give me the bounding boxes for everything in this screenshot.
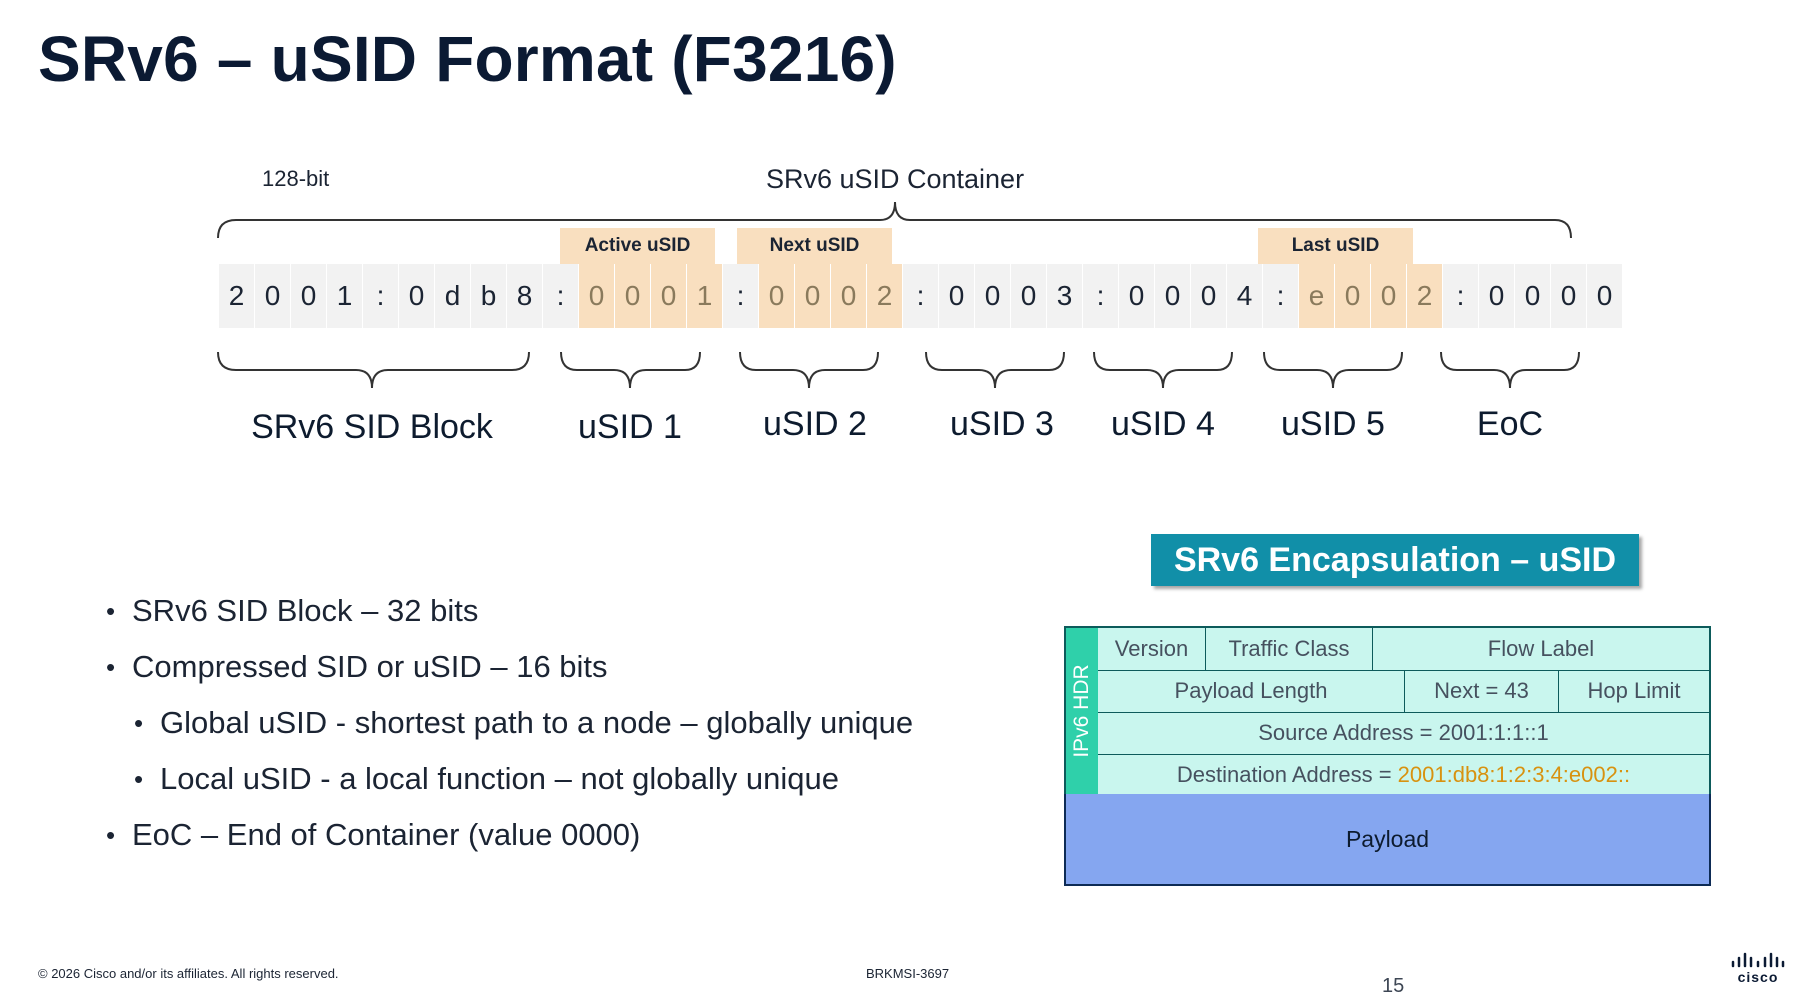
destination-address-label: Destination Address =	[1176, 762, 1398, 787]
cisco-bars-icon	[1731, 952, 1785, 968]
ipv6-header-strip: IPv6 HDR	[1066, 628, 1098, 794]
address-separator: :	[542, 264, 578, 328]
bit-length-label: 128-bit	[262, 166, 329, 191]
hop-limit-field: Hop Limit	[1587, 678, 1681, 703]
brace-usid4	[1093, 351, 1233, 389]
address-char: 0	[938, 264, 974, 328]
cisco-logo-text: cisco	[1737, 969, 1779, 985]
copyright-footer: © 2026 Cisco and/or its affiliates. All …	[38, 966, 339, 981]
address-char: 0	[974, 264, 1010, 328]
next-usid-label: Next uSID	[737, 228, 892, 264]
address-char: 0	[254, 264, 290, 328]
payload-length-field: Payload Length	[1098, 670, 1405, 712]
next-usid-char: 0	[830, 264, 866, 328]
address-char: 4	[1226, 264, 1262, 328]
header-row: Destination Address = 2001:db8:1:2:3:4:e…	[1098, 754, 1709, 794]
segment-label-usid3: uSID 3	[950, 405, 1054, 443]
address-separator: :	[1262, 264, 1298, 328]
address-cells: 2 0 0 1 : 0 d b 8 : 0 0 0 1 : 0 0 0 2 : …	[218, 264, 1622, 328]
address-char: 0	[398, 264, 434, 328]
bullet-list: SRv6 SID Block – 32 bits Compressed SID …	[102, 588, 913, 868]
address-separator: :	[1082, 264, 1118, 328]
last-usid-char: 0	[1334, 264, 1370, 328]
bullet-item: SRv6 SID Block – 32 bits	[102, 588, 913, 644]
container-top-brace	[217, 201, 1572, 239]
page-number: 15	[1382, 975, 1405, 997]
segment-label-usid2: uSID 2	[763, 405, 867, 443]
address-separator: :	[722, 264, 758, 328]
destination-address-value: 2001:db8:1:2:3:4:e002::	[1397, 762, 1631, 787]
address-char: d	[434, 264, 470, 328]
next-usid-char: 0	[758, 264, 794, 328]
next-usid-char: 2	[866, 264, 902, 328]
address-char: 8	[506, 264, 542, 328]
address-char: 0	[1118, 264, 1154, 328]
brace-usid1	[560, 351, 701, 389]
source-address-field: Source Address = 2001:1:1::1	[1258, 720, 1549, 745]
segment-label-usid1: uSID 1	[578, 408, 682, 446]
address-separator: :	[902, 264, 938, 328]
last-usid-char: 0	[1370, 264, 1406, 328]
destination-address-field: Destination Address = 2001:db8:1:2:3:4:e…	[1098, 754, 1709, 794]
container-title: SRv6 uSID Container	[766, 164, 1024, 194]
header-row: Payload Length Next = 43 Hop Limit	[1098, 670, 1709, 713]
payload-block: Payload	[1064, 794, 1711, 886]
sub-bullet-item: Local uSID - a local function – not glob…	[102, 756, 913, 812]
bullet-item: Compressed SID or uSID – 16 bits	[102, 644, 913, 700]
active-usid-char: 1	[686, 264, 722, 328]
active-usid-char: 0	[578, 264, 614, 328]
brace-usid5	[1263, 351, 1403, 389]
segment-label-usid4: uSID 4	[1111, 405, 1215, 443]
brace-sid-block	[217, 351, 530, 389]
address-char: 0	[1190, 264, 1226, 328]
active-usid-char: 0	[614, 264, 650, 328]
address-char: 0	[1586, 264, 1622, 328]
address-char: 3	[1046, 264, 1082, 328]
address-separator: :	[1442, 264, 1478, 328]
header-row: Version Traffic Class Flow Label	[1098, 628, 1709, 671]
ipv6-header-label: IPv6 HDR	[1070, 664, 1093, 758]
address-char: 0	[1478, 264, 1514, 328]
last-usid-char: e	[1298, 264, 1334, 328]
address-separator: :	[362, 264, 398, 328]
segment-label-usid5: uSID 5	[1281, 405, 1385, 443]
segment-label-sid-block: SRv6 SID Block	[251, 408, 493, 446]
address-char: 2	[218, 264, 254, 328]
cisco-logo: cisco	[1730, 952, 1786, 985]
version-field: Version	[1098, 628, 1206, 670]
next-header-field: Next = 43	[1405, 670, 1559, 712]
bullet-item: EoC – End of Container (value 0000)	[102, 812, 913, 868]
address-char: 1	[326, 264, 362, 328]
address-char: 0	[290, 264, 326, 328]
active-usid-char: 0	[650, 264, 686, 328]
active-usid-label: Active uSID	[560, 228, 715, 264]
address-char: 0	[1550, 264, 1586, 328]
slide-title: SRv6 – uSID Format (F3216)	[38, 23, 897, 95]
traffic-class-field: Traffic Class	[1206, 628, 1373, 670]
flow-label-field: Flow Label	[1487, 636, 1595, 661]
usid-container-diagram: 128-bit SRv6 uSID Container	[217, 164, 1580, 389]
session-id-footer: BRKMSI-3697	[866, 966, 950, 981]
segment-label-eoc: EoC	[1476, 405, 1544, 443]
ipv6-header-box: IPv6 HDR Version Traffic Class Flow Labe…	[1064, 626, 1711, 796]
address-char: 0	[1514, 264, 1550, 328]
last-usid-label: Last uSID	[1258, 228, 1413, 264]
brace-usid2	[739, 351, 879, 389]
address-char: 0	[1010, 264, 1046, 328]
next-usid-char: 0	[794, 264, 830, 328]
address-char: b	[470, 264, 506, 328]
address-char: 0	[1154, 264, 1190, 328]
encapsulation-title: SRv6 Encapsulation – uSID	[1151, 534, 1639, 586]
last-usid-char: 2	[1406, 264, 1442, 328]
sub-bullet-item: Global uSID - shortest path to a node – …	[102, 700, 913, 756]
brace-eoc	[1440, 351, 1580, 389]
header-row: Source Address = 2001:1:1::1	[1098, 712, 1709, 755]
brace-usid3	[925, 351, 1065, 389]
